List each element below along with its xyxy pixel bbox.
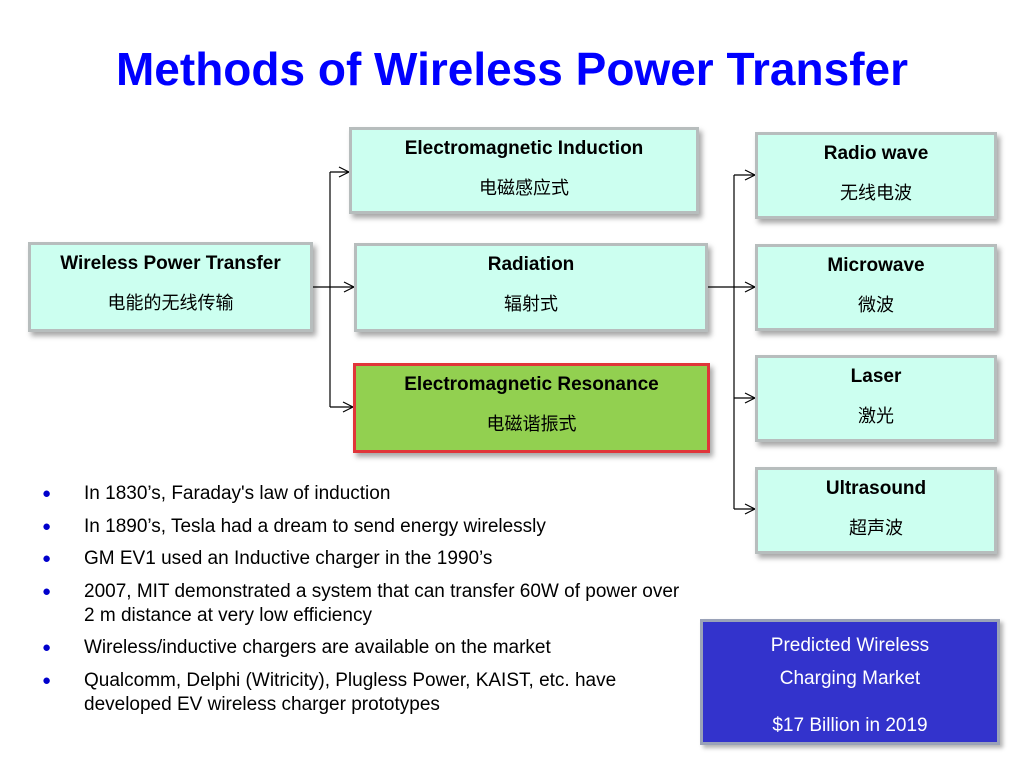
history-bullet-list: ● In 1830’s, Faraday's law of induction ●…: [42, 482, 702, 725]
market-prediction-box: Predicted Wireless Charging Market $17 B…: [700, 619, 1000, 745]
box-label-zh: 激光: [858, 406, 894, 427]
bullet-item: ● GM EV1 used an Inductive charger in the…: [42, 547, 702, 571]
radiation-box: Radiation 辐射式: [354, 243, 708, 332]
box-label-zh: 微波: [858, 295, 894, 316]
ultrasound-box: Ultrasound 超声波: [755, 467, 997, 554]
box-label-zh: 辐射式: [504, 294, 558, 315]
box-label-en: Radio wave: [823, 143, 929, 164]
bullet-icon: ●: [42, 639, 52, 656]
market-line-3: $17 Billion in 2019: [772, 715, 928, 736]
bullet-icon: ●: [42, 517, 52, 535]
electromagnetic-resonance-box: Electromagnetic Resonance 电磁谐振式: [353, 363, 710, 453]
box-label-en: Wireless Power Transfer: [60, 253, 281, 274]
box-label-en: Microwave: [827, 255, 925, 276]
box-label-en: Radiation: [487, 254, 575, 275]
bullet-item: ● 2007, MIT demonstrated a system that ca…: [42, 580, 689, 628]
box-label-en: Electromagnetic Induction: [404, 138, 644, 159]
slide-title: Methods of Wireless Power Transfer: [115, 43, 909, 95]
bullet-item: ● In 1890’s, Tesla had a dream to send en…: [42, 515, 702, 539]
bullet-icon: ●: [42, 671, 52, 689]
box-label-zh: 超声波: [849, 518, 903, 539]
market-line-2: Charging Market: [779, 668, 921, 689]
market-line-1: Predicted Wireless: [770, 635, 930, 656]
box-label-zh: 电磁谐振式: [486, 414, 577, 435]
box-label-en: Ultrasound: [825, 478, 927, 499]
bullet-icon: ●: [42, 582, 52, 600]
microwave-box: Microwave 微波: [755, 244, 997, 331]
radio-wave-box: Radio wave 无线电波: [755, 132, 997, 219]
bullet-text: Qualcomm, Delphi (Witricity), Plugless P…: [84, 669, 617, 715]
box-label-en: Laser: [850, 366, 902, 387]
bullet-text: GM EV1 used an Inductive charger in the …: [84, 548, 493, 569]
box-label-zh: 电磁感应式: [479, 178, 569, 199]
bullet-item: ● In 1830’s, Faraday's law of induction: [42, 482, 702, 506]
wireless-power-transfer-box: Wireless Power Transfer 电能的无线传输: [28, 242, 313, 332]
box-label-zh: 无线电波: [840, 183, 912, 204]
bullet-text: Wireless/inductive chargers are availabl…: [84, 637, 551, 658]
bullet-icon: ●: [42, 485, 52, 502]
bullet-icon: ●: [42, 550, 52, 567]
box-label-zh: 电能的无线传输: [107, 293, 234, 314]
bullet-item: ● Qualcomm, Delphi (Witricity), Plugless …: [42, 669, 689, 717]
electromagnetic-induction-box: Electromagnetic Induction 电磁感应式: [349, 127, 699, 214]
bullet-item: ● Wireless/inductive chargers are availab…: [42, 636, 702, 660]
bullet-text: In 1830’s, Faraday's law of induction: [84, 483, 391, 504]
bullet-text: 2007, MIT demonstrated a system that can…: [84, 580, 680, 626]
box-label-en: Electromagnetic Resonance: [404, 374, 659, 395]
laser-box: Laser 激光: [755, 355, 997, 442]
bullet-text: In 1890’s, Tesla had a dream to send ene…: [84, 515, 546, 537]
